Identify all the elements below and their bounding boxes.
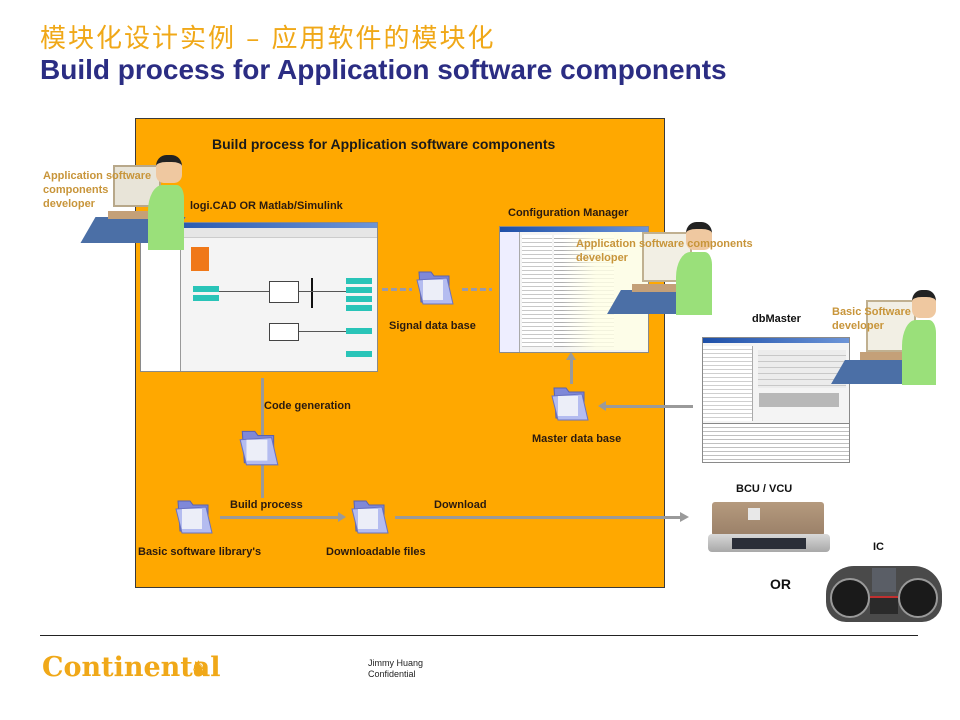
downloadable-label: Downloadable files bbox=[326, 546, 426, 558]
developer-label-left-line3: developer bbox=[43, 198, 95, 210]
code-generation-label: Code generation bbox=[264, 400, 351, 412]
folder-icon-signal-db bbox=[413, 266, 457, 306]
developer-label-right-line2: developer bbox=[576, 252, 628, 264]
developer-label-basic-line1: Basic Software bbox=[832, 306, 911, 318]
arrow-head-download bbox=[680, 512, 689, 522]
developer-label-basic: Basic Software developer bbox=[832, 305, 911, 333]
cluster-label: IC bbox=[873, 541, 884, 553]
developer-label-left-line1: Application software bbox=[43, 170, 152, 182]
confidential-label: Confidential bbox=[368, 669, 416, 679]
developer-label-basic-line2: developer bbox=[832, 320, 884, 332]
developer-label-right-line1: Application software components bbox=[576, 238, 753, 250]
build-process-label: Build process bbox=[230, 499, 303, 511]
dbmaster-label: dbMaster bbox=[752, 313, 801, 325]
ecu-image bbox=[708, 502, 830, 556]
download-label: Download bbox=[434, 499, 487, 511]
folder-icon-master-db bbox=[548, 382, 592, 422]
developer-figure-left bbox=[80, 155, 186, 250]
continental-logo: Continental bbox=[42, 652, 221, 683]
developer-label-left: Application software components develope… bbox=[43, 169, 151, 211]
connector-download bbox=[395, 516, 680, 519]
arrow-head-config bbox=[566, 352, 576, 360]
or-label: OR bbox=[770, 576, 791, 592]
folder-icon-generated-code bbox=[236, 424, 282, 468]
developer-label-left-line2: components bbox=[43, 184, 109, 196]
folder-icon-downloadable bbox=[348, 494, 392, 536]
author-name: Jimmy Huang bbox=[368, 658, 424, 668]
instrument-cluster-image bbox=[822, 562, 946, 624]
folder-icon-basic-lib bbox=[172, 494, 216, 536]
developer-label-right: Application software components develope… bbox=[576, 237, 753, 265]
connector-build-process bbox=[220, 516, 340, 519]
page-title: Build process for Application software c… bbox=[40, 54, 727, 85]
arrow-head-build bbox=[338, 512, 346, 522]
config-manager-label: Configuration Manager bbox=[508, 207, 629, 219]
config-manager-screenshot bbox=[499, 226, 649, 353]
footer-author-block: Jimmy Huang Confidential bbox=[368, 658, 423, 680]
connector-master-config bbox=[570, 358, 573, 384]
master-db-label: Master data base bbox=[532, 433, 622, 445]
developer-figure-basic bbox=[831, 290, 936, 385]
arrow-head-master bbox=[598, 401, 606, 411]
basic-lib-label: Basic software library's bbox=[138, 546, 262, 558]
simulink-screenshot bbox=[140, 222, 378, 372]
connector-dbmaster-master bbox=[605, 405, 693, 408]
modeling-tool-label: logi.CAD OR Matlab/Simulink bbox=[190, 200, 343, 212]
signal-db-label: Signal data base bbox=[389, 320, 476, 332]
dbmaster-screenshot bbox=[702, 337, 850, 463]
title-chinese: 模块化设计实例 – 应用软件的模块化 bbox=[40, 24, 496, 54]
bidirectional-arrow-right bbox=[462, 288, 492, 291]
ecu-label: BCU / VCU bbox=[736, 483, 793, 495]
footer-divider bbox=[40, 635, 918, 636]
bidirectional-arrow-left bbox=[382, 288, 412, 291]
horse-icon: ♞ bbox=[190, 658, 208, 680]
process-title: Build process for Application software c… bbox=[212, 136, 556, 152]
developer-figure-right bbox=[607, 220, 712, 315]
